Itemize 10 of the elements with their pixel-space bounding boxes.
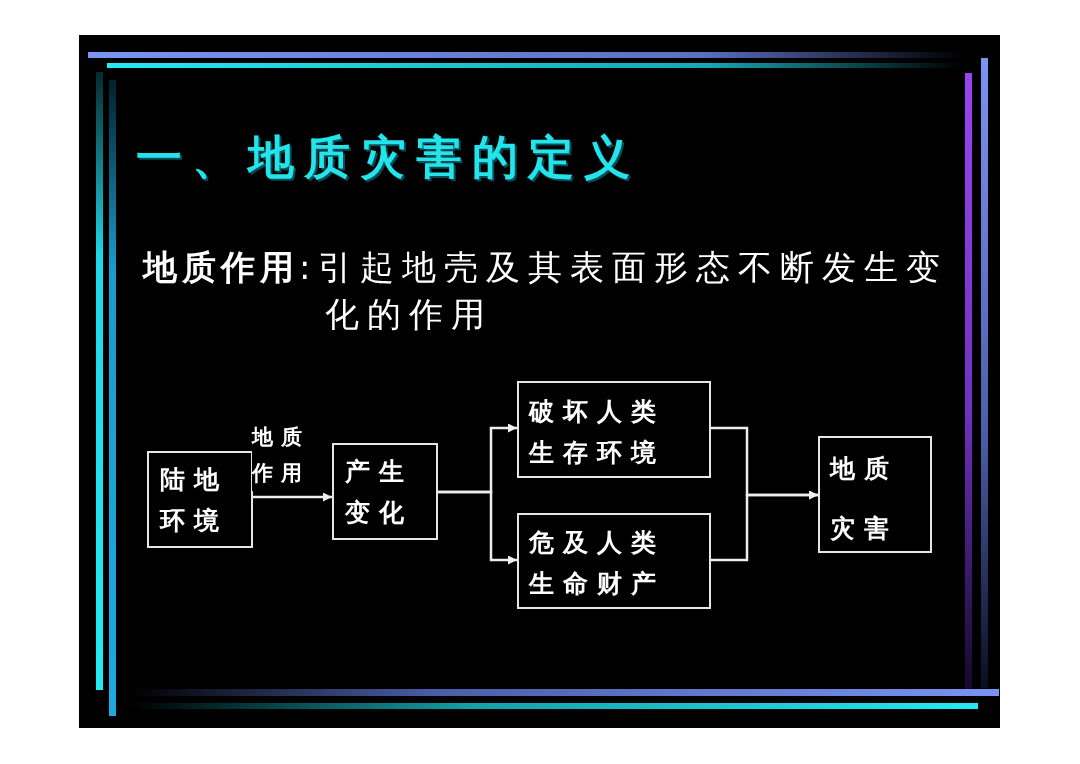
process-box: 危及人类生命财产 [517, 513, 711, 609]
definition-text: 地质作用:引起地壳及其表面形态不断发生变化的作用 [143, 246, 950, 336]
arrow [253, 492, 332, 502]
process-box: 陆地环境 [147, 451, 253, 548]
arrow [438, 490, 517, 565]
process-box: 地质灾害 [818, 436, 932, 553]
process-box: 产生变化 [332, 443, 438, 540]
process-box: 破坏人类生存环境 [517, 381, 711, 478]
slide-title: 一、地质灾害的定义 [136, 129, 640, 185]
arrow [711, 490, 818, 562]
